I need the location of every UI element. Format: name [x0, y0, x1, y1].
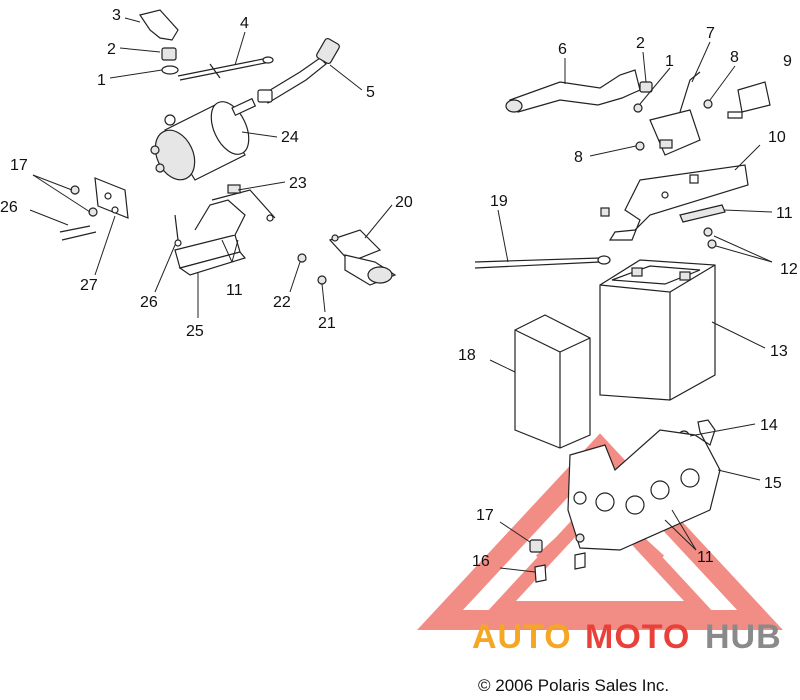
part-17-16-hardware-bottom	[529, 533, 586, 583]
part-25-bracket	[174, 184, 276, 276]
callout-26: 26	[140, 294, 158, 311]
callout-23: 23	[289, 175, 307, 192]
part-11-pad	[679, 204, 726, 223]
part-18-box	[514, 314, 591, 449]
callout-25: 25	[186, 323, 204, 340]
callout-20: 20	[395, 194, 413, 211]
watermark-part-moto: MOTO	[585, 618, 690, 656]
callout-2: 2	[636, 35, 645, 52]
callout-3: 3	[112, 7, 121, 24]
copyright-notice: © 2006 Polaris Sales Inc.	[478, 676, 670, 695]
callout-6: 6	[558, 41, 567, 58]
callout-11: 11	[776, 205, 793, 222]
part-19-cable	[474, 255, 611, 269]
callout-5: 5	[366, 84, 375, 101]
part-2-nut	[161, 47, 177, 61]
part-5-hose	[257, 37, 340, 104]
callout-1: 1	[97, 72, 106, 89]
leader-lines	[29, 17, 773, 573]
callout-4: 4	[240, 15, 249, 32]
part-27-bracket	[94, 177, 129, 219]
watermark-text: AUTO MOTO HUB	[472, 618, 782, 656]
watermark-part-hub: HUB	[705, 618, 782, 656]
callout-1: 1	[665, 53, 674, 70]
part-2-1-hardware-right	[633, 81, 653, 113]
part-22-21-bolts	[297, 253, 327, 285]
callout-17: 17	[10, 157, 28, 174]
part-6-cable	[505, 69, 641, 113]
callout-11: 11	[226, 282, 243, 299]
callout-26: 26	[0, 199, 18, 216]
callout-10: 10	[768, 129, 786, 146]
part-20-solenoid	[328, 229, 397, 286]
callout-8: 8	[574, 149, 583, 166]
callout-13: 13	[770, 343, 788, 360]
callout-16: 16	[472, 553, 490, 570]
callout-18: 18	[458, 347, 476, 364]
callout-17: 17	[476, 507, 494, 524]
callout-2: 2	[107, 41, 116, 58]
part-17-26-hardware-left	[59, 185, 98, 241]
callout-9: 9	[783, 53, 792, 70]
part-15-battery-box	[567, 419, 721, 551]
callout-27: 27	[80, 277, 98, 294]
part-13-battery	[599, 259, 716, 401]
callout-24: 24	[281, 129, 299, 146]
part-24-starter-motor	[150, 97, 257, 181]
part-3-boot	[139, 9, 179, 41]
part-9-block	[727, 81, 771, 119]
part-7-relay	[649, 71, 701, 156]
callout-12: 12	[780, 261, 798, 278]
callout-11: 11	[697, 549, 714, 566]
callouts: 3 2 1 4 5 24 17 26 27 23 11 26 25 20 22 …	[0, 7, 798, 570]
callout-22: 22	[273, 294, 291, 311]
callout-21: 21	[318, 315, 336, 332]
callout-15: 15	[764, 475, 782, 492]
part-10-bracket	[608, 164, 749, 241]
part-26-bolt	[174, 214, 182, 247]
callout-7: 7	[706, 25, 715, 42]
part-12-screws	[703, 227, 717, 249]
callout-14: 14	[760, 417, 778, 434]
callout-19: 19	[490, 193, 508, 210]
callout-8: 8	[730, 49, 739, 66]
part-1-washer	[161, 65, 179, 75]
watermark-part-auto: AUTO	[472, 618, 572, 656]
part-4-cable	[177, 56, 274, 81]
